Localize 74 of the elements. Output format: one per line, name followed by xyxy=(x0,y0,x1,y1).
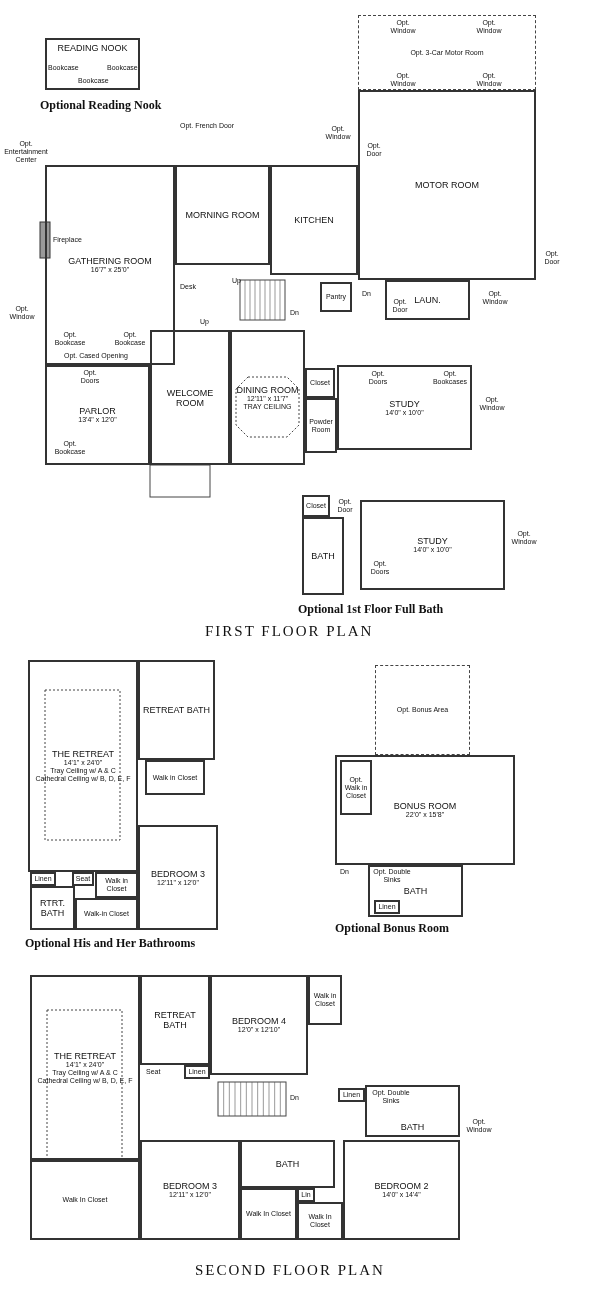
room-name: STUDY xyxy=(389,398,420,409)
room-outline xyxy=(95,872,138,898)
room-name: MOTOR ROOM xyxy=(415,180,479,190)
room-outline xyxy=(358,90,536,280)
room-outline xyxy=(320,282,352,312)
room-name: GATHERING ROOM xyxy=(68,256,152,266)
room-name: BATH xyxy=(275,1159,300,1169)
room-outline xyxy=(75,898,138,930)
room-name: RETREAT BATH xyxy=(153,1010,197,1030)
room-outline xyxy=(30,872,56,886)
room-name: THE RETREAT xyxy=(54,1050,116,1061)
room-outline xyxy=(30,886,75,930)
room-outline xyxy=(302,495,330,517)
room-name: DINING ROOM xyxy=(236,384,299,395)
room-outline xyxy=(338,1088,365,1102)
room-outline xyxy=(270,165,358,275)
room-outline xyxy=(45,365,150,465)
room-outline xyxy=(343,1140,460,1240)
room-outline xyxy=(28,660,138,872)
room-name: BATH xyxy=(403,886,428,896)
room-outline xyxy=(340,760,372,815)
room-name: BATH xyxy=(311,551,335,561)
room-outline xyxy=(305,368,335,398)
room-outline xyxy=(230,330,305,465)
room-name: BEDROOM 2 xyxy=(374,1181,429,1191)
room-outline xyxy=(305,398,337,453)
room-name: KITCHEN xyxy=(294,215,334,225)
room-name: LAUN. xyxy=(414,295,441,305)
room-name: BEDROOM 3 xyxy=(163,1181,217,1191)
room-name: THE RETREAT xyxy=(52,749,114,759)
room-outline xyxy=(240,1188,297,1240)
room-outline xyxy=(30,1160,140,1240)
room-name: RTRT. BATH xyxy=(38,898,67,918)
room-name: READING NOOK xyxy=(57,43,128,53)
room-outline xyxy=(337,365,472,450)
room-name: WELCOME ROOM xyxy=(165,387,215,408)
room-outline xyxy=(297,1188,315,1202)
room-outline xyxy=(308,975,342,1025)
plan-title: SECOND FLOOR PLAN xyxy=(195,1262,385,1279)
room-outline xyxy=(45,165,175,365)
plan-title: FIRST FLOOR PLAN xyxy=(205,623,374,640)
room-outline xyxy=(374,900,400,914)
room-outline xyxy=(138,660,215,760)
room-name: BATH xyxy=(400,1122,425,1132)
room-name: BEDROOM 3 xyxy=(151,868,205,879)
room-outline xyxy=(184,1065,210,1079)
room-name: RETREAT BATH xyxy=(143,705,210,715)
optional-room-outline xyxy=(358,15,536,90)
room-outline xyxy=(302,517,344,595)
room-outline xyxy=(30,975,140,1160)
room-outline xyxy=(240,1140,335,1188)
room-name: PARLOR xyxy=(79,406,116,416)
room-outline xyxy=(138,825,218,930)
room-outline xyxy=(365,1085,460,1137)
plan-caption: Optional His and Her Bathrooms xyxy=(25,936,196,951)
room-outline xyxy=(297,1202,343,1240)
room-name: MORNING ROOM xyxy=(185,210,260,220)
room-outline xyxy=(175,165,270,265)
room-outline xyxy=(45,38,140,90)
room-outline xyxy=(335,755,515,865)
room-outline xyxy=(145,760,205,795)
room-outline xyxy=(210,975,308,1075)
room-name: BONUS ROOM xyxy=(393,801,457,811)
plan-caption: Optional 1st Floor Full Bath xyxy=(298,602,444,617)
optional-room-outline xyxy=(375,665,470,755)
room-outline xyxy=(368,865,463,917)
room-outline xyxy=(140,975,210,1065)
room-outline xyxy=(360,500,505,590)
room-name: BEDROOM 4 xyxy=(232,1016,286,1026)
room-outline xyxy=(385,280,470,320)
room-outline xyxy=(150,330,230,465)
plan-caption: Optional Bonus Room xyxy=(335,921,450,936)
room-name: STUDY xyxy=(417,536,448,546)
room-outline xyxy=(140,1140,240,1240)
